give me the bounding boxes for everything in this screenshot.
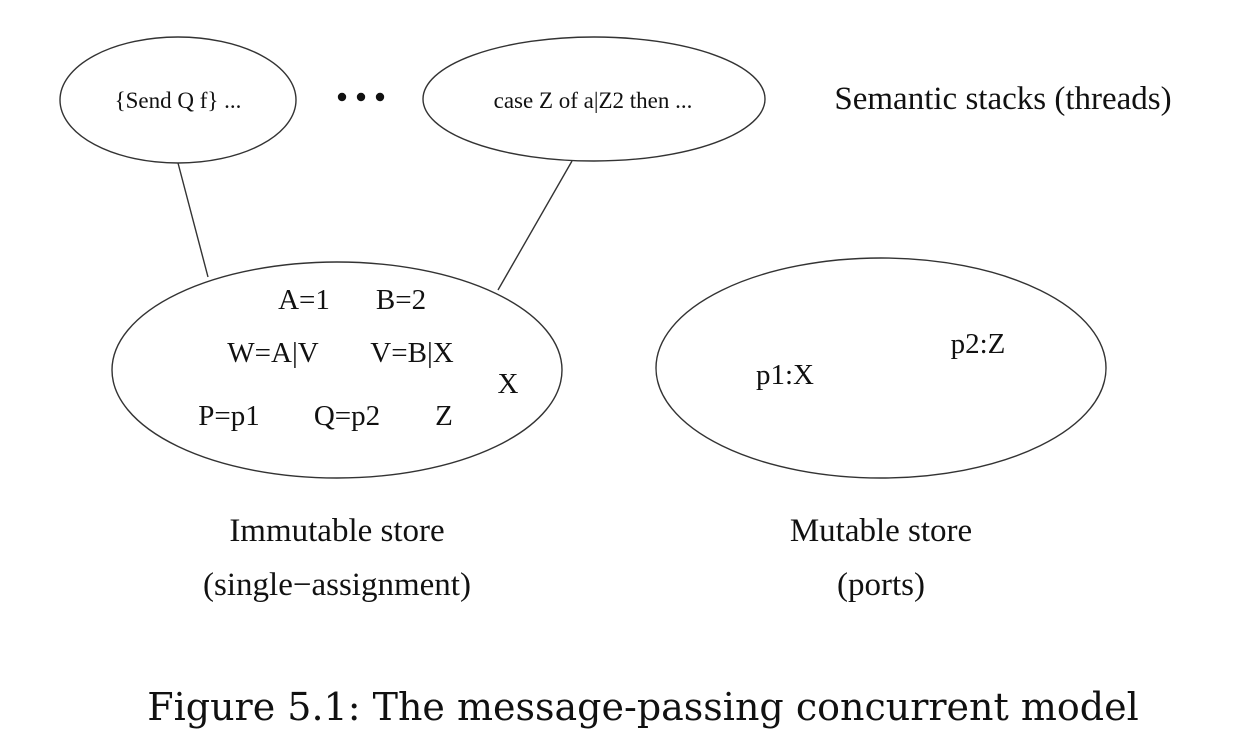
port-entry: p1:X	[756, 359, 814, 391]
ellipsis-dots	[337, 92, 385, 102]
thread-1-text: {Send Q f} ...	[115, 88, 242, 113]
thread-1-connector	[177, 162, 209, 278]
immutable-store-sublabel: (single−assignment)	[203, 567, 471, 603]
store-binding: A=1	[278, 284, 330, 316]
immutable-store-label: Immutable store	[229, 513, 444, 549]
mutable-store-sublabel: (ports)	[837, 567, 925, 603]
store-binding: W=A|V	[227, 337, 318, 369]
store-binding: P=p1	[198, 400, 259, 432]
figure-caption: Figure 5.1: The message-passing concurre…	[147, 685, 1139, 729]
mutable-store-label: Mutable store	[790, 513, 972, 549]
threads-label: Semantic stacks (threads)	[834, 81, 1171, 117]
mutable-store-ellipse	[655, 257, 1107, 479]
thread-2-ellipse	[422, 36, 766, 162]
store-variable: X	[498, 368, 519, 400]
store-variable: Z	[435, 400, 453, 432]
immutable-store-ellipse	[111, 261, 563, 479]
store-binding: B=2	[376, 284, 426, 316]
store-binding: Q=p2	[314, 400, 380, 432]
port-entry: p2:Z	[951, 328, 1006, 360]
thread-2-text: case Z of a|Z2 then ...	[494, 88, 693, 113]
thread-2-connector	[497, 160, 573, 291]
store-binding: V=B|X	[370, 337, 453, 369]
